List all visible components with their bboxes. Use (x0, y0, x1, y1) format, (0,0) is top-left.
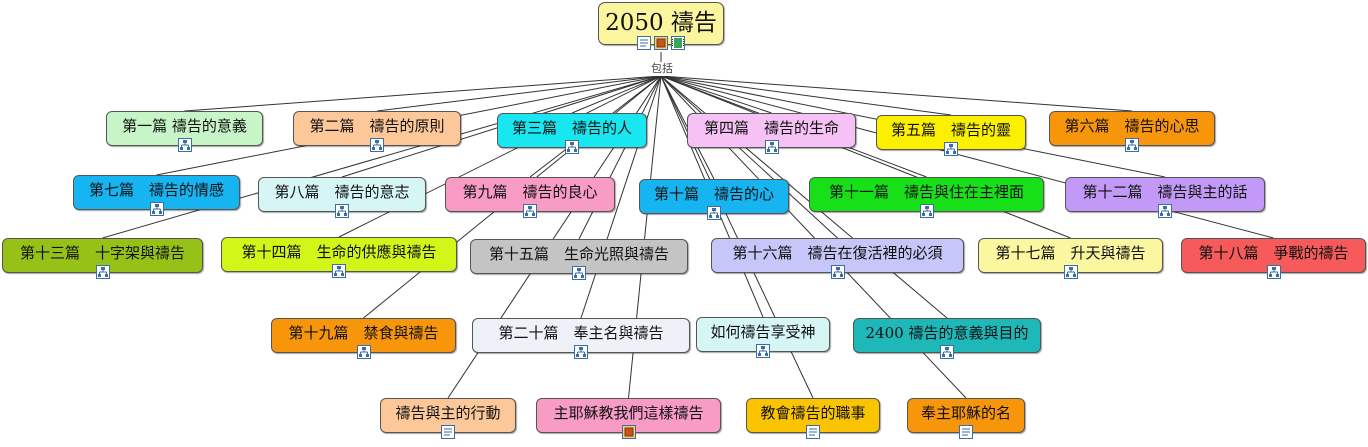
topic-node[interactable]: 奉主耶穌的名 (907, 398, 1025, 439)
submap-icon[interactable] (830, 265, 845, 279)
submap-icon[interactable] (177, 138, 192, 152)
submap-icon[interactable] (574, 345, 588, 359)
topic-node[interactable]: 第二篇 禱告的原則 (293, 111, 461, 152)
topic-label: 第六篇 禱告的心思 (1064, 117, 1200, 135)
topic-label: 如何禱告享受神 (710, 323, 816, 341)
topic-label: 第十六篇 禱告在復活裡的必須 (732, 244, 943, 262)
connector-line (578, 75, 662, 240)
topic-node[interactable]: 第十篇 禱告的心 (639, 179, 789, 220)
connector-line (184, 75, 662, 112)
submap-icon[interactable] (756, 344, 770, 358)
note-icon[interactable] (959, 425, 973, 439)
submap-icon[interactable] (764, 140, 779, 154)
connector-line (376, 75, 662, 112)
connector-line (660, 75, 1133, 112)
topic-node[interactable]: 2400 禱告的意義與目的 (853, 318, 1041, 359)
note-icon[interactable] (637, 36, 651, 50)
topic-label: 第十二篇 禱告與主的話 (1082, 183, 1248, 201)
submap-icon[interactable] (1063, 265, 1078, 279)
topic-label: 2400 禱告的意義與目的 (865, 324, 1029, 342)
submap-icon[interactable] (332, 264, 346, 278)
topic-label: 第十篇 禱告的心 (653, 185, 774, 203)
topic-label: 第十一篇 禱告與住在主裡面 (828, 183, 1024, 201)
film-icon[interactable] (671, 36, 685, 50)
topic-node[interactable]: 第八篇 禱告的意志 (258, 177, 426, 218)
topic-node[interactable]: 如何禱告享受神 (696, 317, 830, 358)
root-title: 2050 禱告 (605, 10, 717, 36)
topic-node[interactable]: 主耶穌教我們這樣禱告 (536, 398, 721, 439)
root-icon-group (637, 36, 687, 52)
topic-label: 教會禱告的職事 (760, 404, 866, 422)
submap-icon[interactable] (940, 345, 954, 359)
connector-line (660, 75, 772, 114)
connector-line (102, 75, 662, 239)
submap-icon[interactable] (565, 140, 579, 154)
submap-icon[interactable] (1125, 138, 1139, 152)
picture-icon[interactable] (654, 36, 668, 50)
submap-icon[interactable] (1266, 265, 1281, 279)
topic-node[interactable]: 禱告與主的行動 (380, 398, 516, 439)
connector-line (571, 75, 662, 114)
note-icon[interactable] (441, 425, 455, 439)
topic-label: 第十三篇 十字架與禱告 (19, 244, 185, 262)
topic-label: 第七篇 禱告的情感 (88, 181, 224, 199)
submap-icon[interactable] (572, 266, 586, 280)
topic-node[interactable]: 第五篇 禱告的靈 (876, 115, 1026, 156)
topic-label: 第十八篇 爭戰的禱告 (1198, 244, 1349, 262)
topic-node[interactable]: 第十六篇 禱告在復活裡的必須 (711, 238, 964, 279)
topic-label: 第九篇 禱告的良心 (462, 183, 598, 201)
submap-icon[interactable] (919, 204, 934, 218)
topic-node[interactable]: 第七篇 禱告的情感 (73, 175, 240, 216)
topic-label: 第十四篇 生命的供應與禱告 (241, 243, 437, 261)
connector-line (338, 75, 662, 238)
topic-label: 禱告與主的行動 (395, 404, 501, 422)
connector-line (660, 75, 838, 239)
topic-label: 第十七篇 升天與禱告 (995, 244, 1146, 262)
submap-icon[interactable] (370, 138, 384, 152)
topic-node[interactable]: 第十五篇 生命光照與禱告 (470, 239, 688, 280)
submap-icon[interactable] (523, 204, 537, 218)
topic-node[interactable]: 第四篇 禱告的生命 (687, 113, 856, 154)
submap-icon[interactable] (356, 345, 371, 359)
submap-icon[interactable] (95, 265, 110, 279)
topic-label: 第二十篇 奉主名與禱告 (498, 324, 664, 342)
topic-node[interactable]: 第十二篇 禱告與主的話 (1065, 177, 1265, 218)
topic-node[interactable]: 第十一篇 禱告與住在主裡面 (809, 177, 1044, 218)
connector-line (580, 75, 662, 319)
topic-label: 第十九篇 禁食與禱告 (288, 324, 439, 342)
note-icon[interactable] (806, 425, 820, 439)
topic-node[interactable]: 教會禱告的職事 (746, 398, 880, 439)
topic-node[interactable]: 第十八篇 爭戰的禱告 (1181, 238, 1366, 279)
topic-node[interactable]: 第十三篇 十字架與禱告 (2, 238, 203, 279)
topic-label: 第八篇 禱告的意志 (274, 183, 410, 201)
topic-node[interactable]: 第三篇 禱告的人 (497, 113, 647, 154)
root-topic[interactable]: 2050 禱告 (598, 2, 724, 45)
topic-node[interactable]: 第一篇 禱告的意義 (106, 111, 263, 152)
submap-icon[interactable] (944, 142, 958, 156)
submap-icon[interactable] (1158, 204, 1172, 218)
topic-label: 第三篇 禱告的人 (511, 119, 632, 137)
topic-label: 第二篇 禱告的原則 (309, 117, 445, 135)
submap-icon[interactable] (149, 202, 164, 216)
topic-label: 奉主耶穌的名 (920, 404, 1011, 422)
hub-label: 包括 (650, 62, 674, 76)
submap-icon[interactable] (707, 206, 721, 220)
topic-node[interactable]: 第十四篇 生命的供應與禱告 (221, 237, 457, 278)
topic-label: 主耶穌教我們這樣禱告 (553, 404, 704, 422)
topic-node[interactable]: 第九篇 禱告的良心 (445, 177, 615, 218)
topic-label: 第一篇 禱告的意義 (122, 117, 247, 135)
topic-label: 第四篇 禱告的生命 (703, 119, 839, 137)
topic-node[interactable]: 第六篇 禱告的心思 (1049, 111, 1215, 152)
connector-line (660, 75, 952, 116)
topic-label: 第五篇 禱告的靈 (890, 121, 1011, 139)
topic-node[interactable]: 第十九篇 禁食與禱告 (271, 318, 456, 359)
topic-label: 第十五篇 生命光照與禱告 (488, 245, 669, 263)
submap-icon[interactable] (335, 204, 349, 218)
topic-node[interactable]: 第十七篇 升天與禱告 (978, 238, 1163, 279)
topic-node[interactable]: 第二十篇 奉主名與禱告 (472, 318, 690, 359)
picture-icon[interactable] (621, 425, 636, 439)
